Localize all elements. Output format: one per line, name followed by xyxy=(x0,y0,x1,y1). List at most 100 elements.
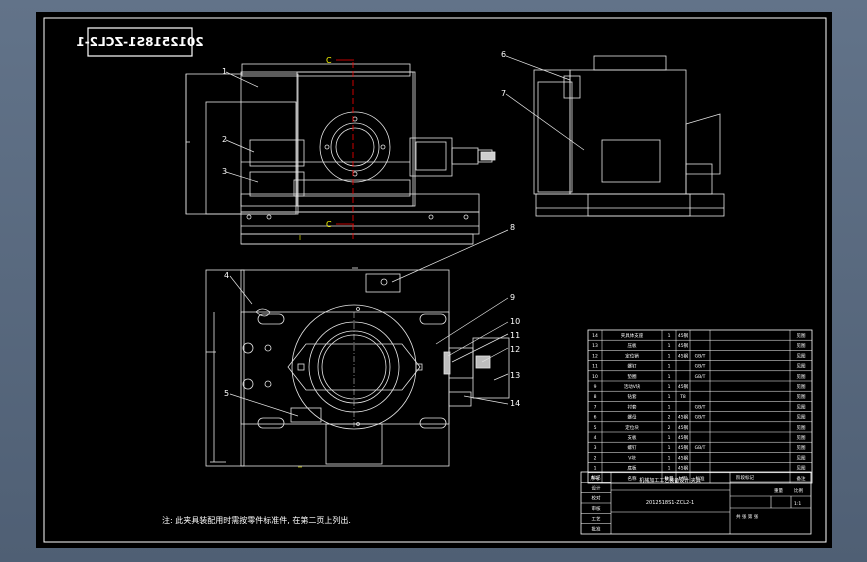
bom-cell-note: 见图 xyxy=(797,455,806,461)
bom-cell-name: 夹具体支座 xyxy=(621,332,644,339)
callout-13: 13 xyxy=(510,371,520,380)
bom-cell-std: GB/T xyxy=(695,445,706,451)
bom-cell-name: 螺母 xyxy=(628,414,637,421)
title-weight: 重量 xyxy=(774,487,783,494)
section-label-bottom: C xyxy=(326,220,332,229)
plan-view xyxy=(205,267,510,467)
bom-cell-std: GB/T xyxy=(695,353,706,359)
bom-cell-no: 12 xyxy=(592,353,598,359)
bom-cell-note: 见图 xyxy=(797,394,806,400)
bom-cell-mat: T8 xyxy=(679,394,686,400)
callout-leaders-front xyxy=(225,71,259,183)
bom-cell-note: 见图 xyxy=(797,374,806,380)
bom-cell-note: 见图 xyxy=(797,435,806,441)
bom-cell-note: 见图 xyxy=(797,404,806,410)
bom-cell-name: 底板 xyxy=(628,465,637,472)
bom-cell-note: 见图 xyxy=(797,384,806,390)
bom-cell-qty: 1 xyxy=(668,364,671,370)
bom-cell-no: 14 xyxy=(592,333,598,339)
drawing-number-text: 2012518S1-ZCL2-1 xyxy=(76,35,203,49)
bom-cell-name: 支板 xyxy=(628,434,637,441)
bom-cell-mat: 45钢 xyxy=(678,342,689,349)
title-scale-val: 1:1 xyxy=(794,501,801,507)
drawing-number-box xyxy=(87,27,193,57)
bom-cell-qty: 1 xyxy=(668,333,671,339)
bom-cell-name: 压板 xyxy=(628,342,637,349)
callout-2: 2 xyxy=(222,135,227,144)
callout-8: 8 xyxy=(510,223,515,232)
bom-header-cell: 标准 xyxy=(696,475,705,482)
bom-cell-mat: 45钢 xyxy=(678,424,689,431)
bom-cell-note: 见图 xyxy=(797,425,806,431)
callout-4: 4 xyxy=(224,271,229,280)
technical-note: 注: 此夹具装配用时需按零件标准件, 在第二页上列出. xyxy=(162,515,351,525)
bom-cell-no: 4 xyxy=(594,435,597,441)
title-left-label: 批准 xyxy=(592,526,601,533)
bom-cell-no: 3 xyxy=(594,445,597,451)
drawing-svg: 2012518S1-ZCL2-1 xyxy=(43,17,827,543)
front-view xyxy=(185,63,496,245)
bom-cell-no: 10 xyxy=(592,374,598,380)
bom-cell-name: 螺钉 xyxy=(628,363,637,370)
bom-cell-name: V块 xyxy=(628,454,636,461)
bom-cell-qty: 1 xyxy=(668,445,671,451)
bom-cell-qty: 1 xyxy=(668,435,671,441)
bom-cell-note: 见图 xyxy=(797,353,806,359)
bom-cell-mat: 45钢 xyxy=(678,465,689,472)
title-left-label: 审核 xyxy=(592,505,601,512)
bom-cell-mat: 45钢 xyxy=(678,352,689,359)
title-scale: 比例 xyxy=(794,487,803,494)
bom-cell-qty: 1 xyxy=(668,384,671,390)
bom-cell-no: 6 xyxy=(594,415,597,421)
bom-cell-mat: 45钢 xyxy=(678,444,689,451)
bom-cell-std: GB/T xyxy=(695,374,706,380)
bom-cell-qty: 1 xyxy=(668,404,671,410)
callout-3: 3 xyxy=(222,167,227,176)
bom-cell-std: GB/T xyxy=(695,404,706,410)
bom-cell-mat: 45钢 xyxy=(678,383,689,390)
callout-11: 11 xyxy=(510,331,520,340)
title-left-label: 工艺 xyxy=(592,516,601,522)
bom-cell-note: 见图 xyxy=(797,466,806,472)
side-view xyxy=(533,55,725,217)
title-line: 机械加工工艺装备设计 夹具 xyxy=(639,477,701,484)
title-stage: 阶段标记 xyxy=(736,474,754,481)
bom-cell-name: 螺钉 xyxy=(628,444,637,451)
bom-cell-qty: 2 xyxy=(668,415,671,421)
bom-cell-qty: 2 xyxy=(668,425,671,431)
bom-cell-no: 9 xyxy=(594,384,597,390)
callout-1: 1 xyxy=(222,67,227,76)
bom-cell-name: 衬套 xyxy=(628,403,637,410)
drawing-number-mirrored: 2012518S1-ZCL2-1 xyxy=(76,35,203,49)
title-sheet: 共 张 第 张 xyxy=(736,513,759,520)
bom-cell-std: GB/T xyxy=(695,415,706,421)
bom-cell-no: 8 xyxy=(594,394,597,400)
bom-cell-no: 2 xyxy=(594,455,597,461)
callout-7: 7 xyxy=(501,89,506,98)
bom-cell-no: 13 xyxy=(592,343,598,349)
bom-cell-no: 5 xyxy=(594,425,597,431)
title-drawing-no: 2012518S1-ZCL2-1 xyxy=(646,500,694,506)
bom-cell-qty: 1 xyxy=(668,455,671,461)
bom-cell-name: 钻套 xyxy=(628,393,637,400)
title-left-label: 标记 xyxy=(592,474,601,481)
drawing-frame xyxy=(43,17,827,543)
bom-cell-qty: 1 xyxy=(668,394,671,400)
bom-cell-mat: 45钢 xyxy=(678,332,689,339)
bom-cell-no: 1 xyxy=(594,466,597,472)
bom-header-cell: 序号 xyxy=(591,475,600,482)
bom-header-cell: 数量 xyxy=(665,475,674,482)
bom-cell-note: 见图 xyxy=(797,333,806,339)
callout-14: 14 xyxy=(510,399,520,408)
title-left-label: 设计 xyxy=(592,484,601,491)
bom-cell-mat: 45钢 xyxy=(678,434,689,441)
callout-12: 12 xyxy=(510,345,520,354)
bom-cell-mat: 45钢 xyxy=(678,454,689,461)
bom-cell-no: 7 xyxy=(594,404,597,410)
drawing-canvas[interactable]: 2012518S1-ZCL2-1 xyxy=(36,12,832,548)
callout-6: 6 xyxy=(501,50,506,59)
bom-cell-name: 垫圈 xyxy=(628,373,637,380)
bom-cell-qty: 1 xyxy=(668,343,671,349)
